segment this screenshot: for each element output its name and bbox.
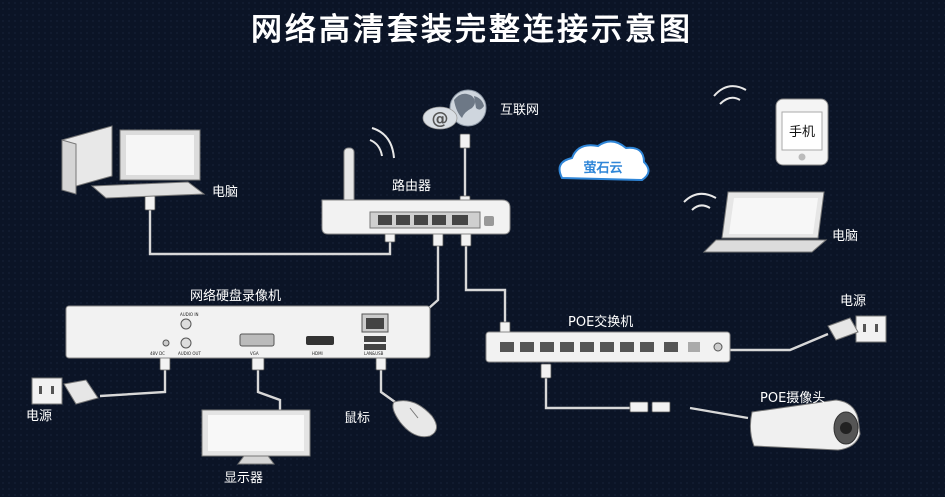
laptop-device [702, 191, 828, 253]
label-internet: 互联网 [500, 103, 539, 118]
cable-router-poe [464, 242, 507, 330]
wifi-signal-icon [713, 85, 747, 105]
label-mouse: 鼠标 [344, 411, 370, 426]
cloud-icon [558, 140, 650, 182]
poe-camera-device [749, 399, 861, 451]
label-poe-camera: POE摄像头 [760, 391, 825, 406]
poe-switch-device [485, 331, 731, 363]
label-laptop: 电脑 [832, 229, 858, 244]
globe-icon: @ [422, 89, 487, 130]
port-vga: VGA [250, 351, 259, 356]
cable-poe-power [730, 332, 829, 352]
port-dc: 48V DC [150, 351, 165, 356]
label-pc-left: 电脑 [212, 185, 238, 200]
label-poe-switch: POE交换机 [568, 314, 633, 330]
monitor-device [201, 409, 311, 465]
cable-nvr-monitor [256, 366, 282, 410]
label-router: 路由器 [392, 178, 431, 194]
cable-connectors [144, 133, 671, 413]
port-lan-usb: LAN&USB [364, 351, 384, 356]
cable-nvr-power [99, 366, 167, 398]
power-outlet-left [31, 377, 99, 405]
diagram-title: 网络高清套装完整连接示意图 [251, 12, 693, 48]
label-cloud: 萤石云 [583, 160, 622, 176]
label-power-left: 电源 [26, 409, 52, 424]
port-audio-out: AUDIO OUT [178, 351, 201, 356]
router-device [321, 147, 511, 235]
cable-nvr-mouse [379, 364, 396, 403]
power-outlet-right [827, 315, 887, 343]
label-power-right: 电源 [840, 294, 866, 309]
label-phone: 手机 [789, 125, 815, 140]
label-monitor: 显示器 [224, 471, 263, 486]
label-nvr: 网络硬盘录像机 [190, 288, 281, 304]
wifi-signal-icon [369, 127, 395, 159]
cable-pc-router [148, 208, 392, 256]
port-hdmi: HDMI [312, 351, 323, 356]
svg-text:@: @ [432, 109, 449, 129]
cable-poe-camera-2 [689, 406, 749, 420]
nvr-device [65, 305, 431, 359]
port-audio-in: AUDIO IN [180, 312, 199, 317]
mouse-device [392, 400, 437, 438]
cable-poe-camera-1 [544, 366, 630, 410]
desktop-pc [61, 125, 206, 199]
wifi-signal-icon [683, 192, 717, 211]
phone-device [775, 98, 829, 166]
cables [99, 148, 829, 420]
